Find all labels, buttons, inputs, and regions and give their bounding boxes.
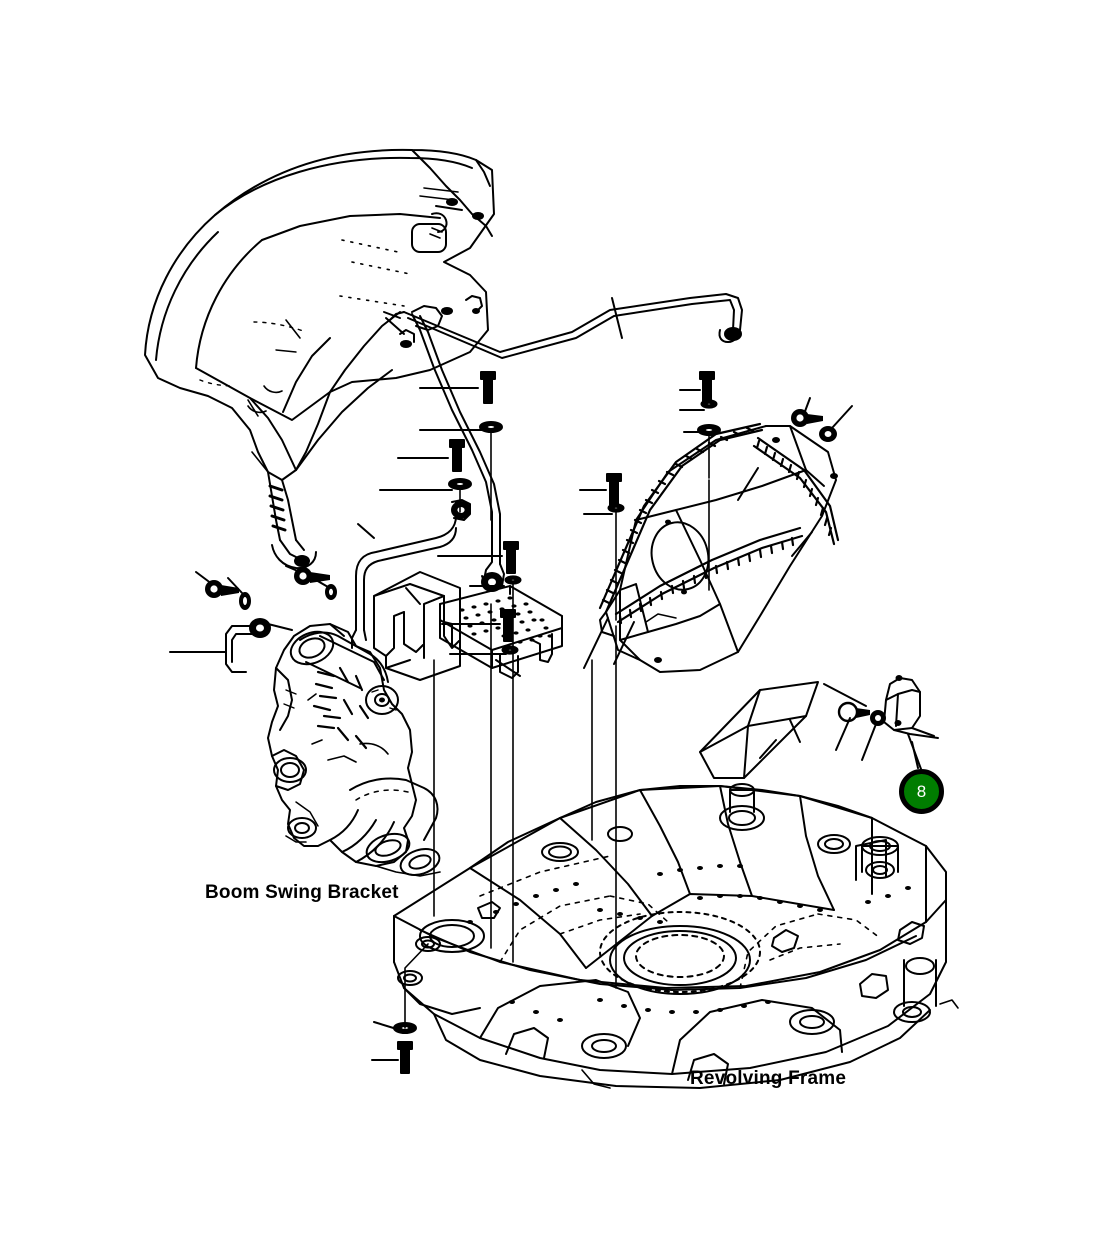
step-plate	[439, 585, 563, 679]
hex-bolt	[480, 371, 496, 404]
diagram-linework	[144, 148, 959, 1089]
hex-nut	[819, 426, 837, 442]
boom-swing-bracket	[267, 623, 441, 877]
nut-and-bolt	[294, 567, 330, 585]
flat-washer	[448, 478, 472, 490]
side-guard-cover	[598, 422, 840, 673]
hex-bolt	[500, 609, 516, 642]
callout-marker-8[interactable]: 8	[899, 769, 944, 814]
hex-bolt	[606, 473, 622, 506]
nut-and-bolt	[791, 409, 823, 427]
flat-washer	[607, 503, 625, 513]
nut-and-bolt	[205, 580, 239, 598]
floor-mat	[699, 681, 819, 779]
hook-rod	[225, 618, 293, 673]
spring-washer	[239, 592, 251, 610]
flat-washer	[700, 399, 718, 409]
hex-nut	[870, 710, 886, 726]
hex-bolt	[449, 439, 465, 472]
canopy-roof-panel	[144, 148, 495, 570]
flat-washer	[325, 584, 337, 600]
handrail-tube	[389, 293, 743, 359]
boom-swing-bracket-label: Boom Swing Bracket	[205, 882, 399, 903]
flat-washer	[501, 645, 519, 655]
hex-bolt	[699, 371, 715, 404]
revolving-frame-label: Revolving Frame	[690, 1068, 847, 1089]
flat-washer	[504, 575, 522, 585]
left-bracket-clamp	[373, 571, 461, 681]
hex-bolt	[503, 541, 519, 574]
callout-8-leader	[907, 733, 922, 770]
hex-bolt	[397, 1041, 413, 1074]
revolving-frame	[393, 783, 959, 1089]
small-cover-cap	[883, 675, 939, 739]
left-handle-rail	[351, 499, 471, 649]
leader-lines	[169, 297, 919, 1061]
